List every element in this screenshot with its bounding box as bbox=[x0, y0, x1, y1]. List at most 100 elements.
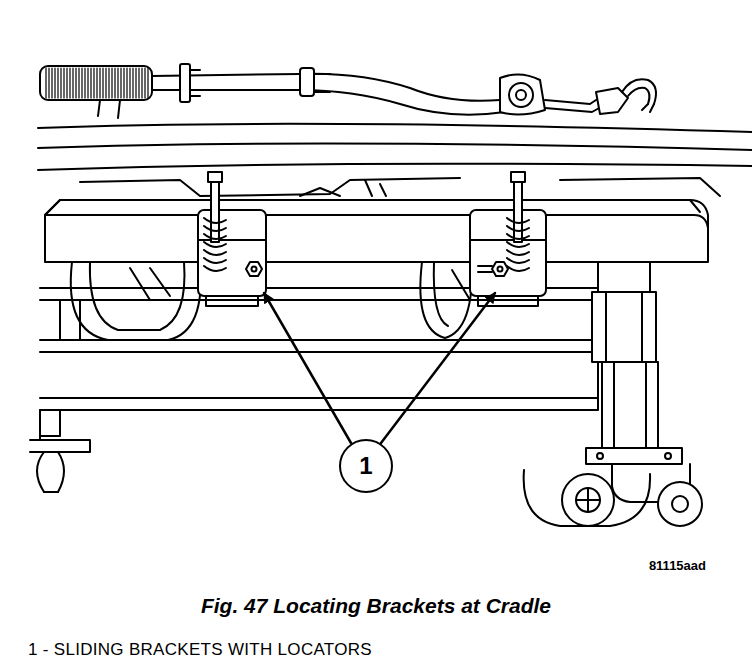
spring-coil bbox=[204, 226, 226, 231]
sliding-bracket bbox=[198, 210, 266, 296]
sliding-bracket bbox=[470, 239, 546, 241]
figure-number: 81115aad bbox=[649, 559, 706, 574]
hose-corrugation bbox=[147, 68, 148, 98]
hose-corrugation bbox=[111, 68, 112, 98]
pipe bbox=[190, 70, 200, 96]
rubber-isolator bbox=[509, 83, 533, 107]
hose-corrugation bbox=[51, 68, 52, 98]
callout-legend: 1 - SLIDING BRACKETS WITH LOCATORS bbox=[28, 640, 372, 660]
sliding-bracket bbox=[198, 172, 546, 306]
rubber-isolator bbox=[500, 74, 545, 114]
hose-corrugation bbox=[138, 68, 139, 98]
hose-corrugation bbox=[75, 68, 76, 98]
sliding-bracket bbox=[478, 266, 492, 272]
underbody-lines bbox=[38, 143, 752, 150]
spring-coil bbox=[204, 242, 226, 247]
underbody-lines bbox=[300, 188, 340, 196]
hose-corrugation bbox=[135, 68, 136, 98]
exhaust-hanger bbox=[545, 79, 656, 114]
underbody-lines bbox=[560, 178, 720, 196]
jack-post bbox=[524, 262, 702, 526]
hose-corrugation bbox=[96, 68, 97, 98]
spring-coil bbox=[204, 258, 226, 263]
callout-number: 1 bbox=[359, 454, 372, 478]
jack-post bbox=[614, 362, 646, 448]
corrugated-hose bbox=[40, 66, 152, 100]
jack-post bbox=[562, 474, 614, 526]
cradle bbox=[40, 352, 598, 398]
hose-corrugation bbox=[108, 68, 109, 98]
spring-coil bbox=[507, 242, 529, 247]
spring-coil bbox=[204, 218, 226, 223]
sliding-bracket bbox=[252, 267, 257, 272]
pipe bbox=[180, 64, 190, 102]
underbody-lines bbox=[80, 178, 460, 196]
cradle bbox=[44, 491, 58, 493]
hose-corrugation bbox=[114, 68, 115, 98]
frame-rail bbox=[45, 200, 708, 262]
hose-corrugation bbox=[63, 68, 64, 98]
sliding-bracket bbox=[206, 296, 258, 306]
cradle bbox=[40, 410, 60, 440]
leader-line bbox=[381, 293, 495, 443]
cradle bbox=[37, 452, 64, 492]
jack-post bbox=[576, 488, 600, 512]
sliding-bracket bbox=[492, 262, 508, 276]
hose-corrugation bbox=[141, 68, 142, 98]
hose-corrugation bbox=[90, 68, 91, 98]
jack-post bbox=[586, 448, 682, 464]
figure-caption: Fig. 47 Locating Brackets at Cradle bbox=[201, 594, 551, 618]
hose-corrugation bbox=[60, 68, 61, 98]
pipe bbox=[152, 74, 500, 101]
exhaust-hanger bbox=[642, 104, 654, 112]
hose-corrugation bbox=[102, 68, 103, 98]
pipe bbox=[98, 64, 505, 118]
hose-corrugation bbox=[54, 68, 55, 98]
jack-post bbox=[576, 488, 600, 512]
pipe bbox=[152, 90, 505, 115]
hose-corrugation bbox=[45, 68, 46, 98]
spring-coil bbox=[507, 218, 529, 223]
frame-rail bbox=[45, 200, 708, 262]
hose-corrugation bbox=[120, 68, 121, 98]
jack-post bbox=[598, 262, 650, 292]
underbody-lines bbox=[365, 180, 386, 196]
hose-corrugation bbox=[129, 68, 130, 98]
hose-corrugation bbox=[48, 68, 49, 98]
hose-corrugation bbox=[57, 68, 58, 98]
hose-corrugation bbox=[144, 68, 145, 98]
hose-corrugation bbox=[81, 68, 82, 98]
wheel bbox=[90, 262, 185, 330]
sliding-bracket bbox=[246, 262, 262, 276]
jack-post bbox=[524, 470, 650, 526]
hose-corrugation bbox=[93, 68, 94, 98]
wheel bbox=[130, 268, 170, 300]
pipe bbox=[300, 68, 314, 96]
hose-corrugation bbox=[72, 68, 73, 98]
hose-corrugation bbox=[132, 68, 133, 98]
rubber-isolator bbox=[500, 74, 545, 114]
frame-rail bbox=[690, 200, 700, 212]
underbody-lines bbox=[38, 124, 752, 132]
hose-corrugation bbox=[66, 68, 67, 98]
jack-post bbox=[672, 496, 688, 512]
pipe bbox=[314, 74, 330, 92]
jack-post bbox=[602, 362, 658, 448]
jack-post bbox=[658, 482, 702, 526]
jack-post bbox=[592, 292, 656, 362]
callout-circle: 1 bbox=[339, 439, 393, 493]
sliding-bracket bbox=[511, 172, 525, 182]
hose-corrugation bbox=[84, 68, 85, 98]
hose-corrugation bbox=[87, 68, 88, 98]
hose-corrugation bbox=[126, 68, 127, 98]
underbody-lines bbox=[38, 124, 752, 196]
cradle bbox=[40, 340, 598, 410]
underbody-lines bbox=[38, 164, 752, 170]
jack-post bbox=[606, 292, 642, 362]
exhaust-hanger bbox=[628, 88, 649, 104]
hose-corrugation bbox=[123, 68, 124, 98]
corrugated-hose bbox=[40, 66, 152, 100]
leader-line bbox=[264, 293, 351, 443]
